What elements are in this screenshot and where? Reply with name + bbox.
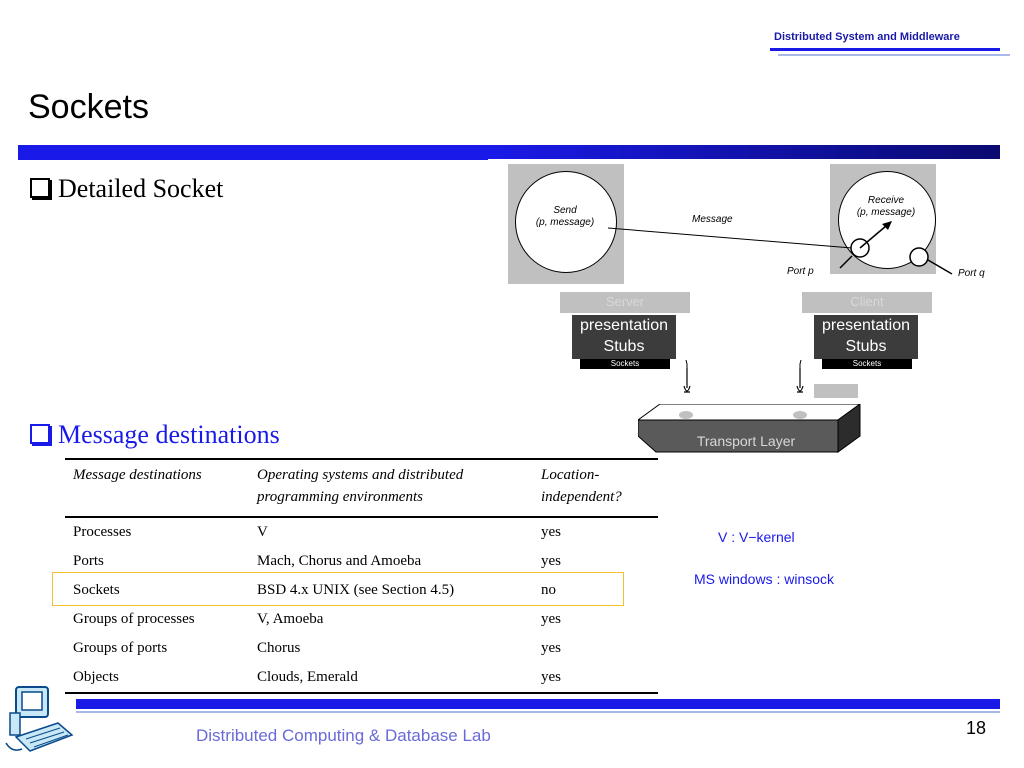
table-header-cell: Location-independent? xyxy=(533,458,658,518)
checkbox-bullet-icon xyxy=(30,178,50,198)
bullet-detailed-socket: Detailed Socket xyxy=(30,174,223,204)
socket-diagram: Send (p, message) Receive (p, message) M… xyxy=(500,160,1000,460)
table-cell: Groups of ports xyxy=(73,640,168,656)
transport-layer-shape xyxy=(638,404,861,453)
footer-bar xyxy=(76,699,1000,709)
sockets-row-highlight xyxy=(52,572,624,606)
socket-plug-icon xyxy=(796,368,804,393)
client-gray-tab xyxy=(814,384,858,398)
table-row: Sockets BSD 4.x UNIX (see Section 4.5) no xyxy=(65,576,658,605)
table-cell: yes xyxy=(541,611,561,627)
table-cell: V xyxy=(257,524,268,540)
bullet-text: Detailed Socket xyxy=(58,174,224,203)
table-header-row: Message destinations Operating systems a… xyxy=(65,458,658,518)
send-line2: (p, message) xyxy=(535,217,595,228)
send-line1: Send xyxy=(553,205,577,216)
table-cell: yes xyxy=(533,663,658,694)
port-q-pointer xyxy=(927,259,953,275)
table-cell: yes xyxy=(541,640,561,656)
client-stub-line1: presentation xyxy=(821,317,911,334)
server-label: Server xyxy=(560,292,690,313)
transport-layer-label: Transport Layer xyxy=(696,433,796,449)
table-cell: V, Amoeba xyxy=(257,611,324,627)
note-v-kernel: V : V−kernel xyxy=(718,529,795,545)
port-p-pointer xyxy=(839,255,853,269)
bullet-text: Message destinations xyxy=(58,420,280,449)
receive-arrow xyxy=(859,225,887,249)
table-row: Groups of ports Chorus yes xyxy=(65,634,658,663)
server-sockets-label: Sockets xyxy=(580,359,670,369)
table-header-cell: Message destinations xyxy=(65,458,249,518)
table-cell: yes xyxy=(541,553,561,569)
page-number: 18 xyxy=(966,718,987,738)
table-cell: Chorus xyxy=(257,640,301,656)
table-row: Groups of processes V, Amoeba yes xyxy=(65,605,658,634)
client-stub-line2: Stubs xyxy=(845,338,887,355)
table-cell: BSD 4.x UNIX (see Section 4.5) xyxy=(257,582,455,598)
server-stub-line1: presentation xyxy=(579,317,669,334)
receive-label: Receive (p, message) xyxy=(838,195,934,219)
send-circle xyxy=(515,171,617,273)
receive-line1: Receive xyxy=(867,195,905,206)
title-bar-gap xyxy=(488,159,1000,161)
footer-divider xyxy=(76,711,1000,713)
checkbox-bullet-icon xyxy=(30,424,50,444)
slide-title: Sockets xyxy=(28,88,149,126)
receive-arrowhead xyxy=(882,221,892,230)
server-stub-box: presentation Stubs xyxy=(572,315,676,359)
table-cell: Mach, Chorus and Amoeba xyxy=(257,553,422,569)
header-line: independent? xyxy=(541,489,622,505)
header-line: Location- xyxy=(541,467,600,483)
port-q-label: Port q xyxy=(958,268,985,279)
header-line: Message destinations xyxy=(73,467,202,483)
diagram-lines xyxy=(607,221,953,393)
table-cell: Objects xyxy=(65,663,249,694)
server-stub-line2: Stubs xyxy=(603,338,645,355)
table-cell: Ports xyxy=(73,553,104,569)
table-cell: no xyxy=(541,582,556,598)
table-cell: Sockets xyxy=(73,582,120,598)
lab-name: Distributed Computing & Database Lab xyxy=(196,726,491,745)
table-cell: Processes xyxy=(73,524,132,540)
client-stub-box: presentation Stubs xyxy=(814,315,918,359)
table-cell: Clouds, Emerald xyxy=(249,663,533,694)
table-cell: Groups of processes xyxy=(73,611,195,627)
computer-logo-icon xyxy=(5,686,74,752)
table-header-cell: Operating systems and distributed program… xyxy=(249,458,533,518)
title-bar xyxy=(18,145,1000,160)
message-line xyxy=(607,227,853,249)
course-title: Distributed System and Middleware xyxy=(774,31,960,43)
header-divider xyxy=(770,48,1000,51)
send-label: Send (p, message) xyxy=(515,205,615,229)
client-sockets-label: Sockets xyxy=(822,359,912,369)
port-q-circle xyxy=(909,247,929,267)
plug-wires xyxy=(685,359,802,368)
bullet-message-destinations: Message destinations xyxy=(30,420,280,450)
message-destinations-table: Message destinations Operating systems a… xyxy=(65,458,658,694)
header-divider-shadow xyxy=(778,54,1010,56)
port-p-label: Port p xyxy=(787,266,814,277)
table-cell: yes xyxy=(541,524,561,540)
note-winsock: MS windows : winsock xyxy=(694,571,835,587)
table-row: Ports Mach, Chorus and Amoeba yes xyxy=(65,547,658,576)
client-label: Client xyxy=(802,292,932,313)
header-line: programming environments xyxy=(257,489,423,505)
receive-line2: (p, message) xyxy=(856,207,916,218)
header-line: Operating systems and distributed xyxy=(257,467,464,483)
socket-plug-icon xyxy=(683,368,691,393)
message-label: Message xyxy=(692,214,733,225)
